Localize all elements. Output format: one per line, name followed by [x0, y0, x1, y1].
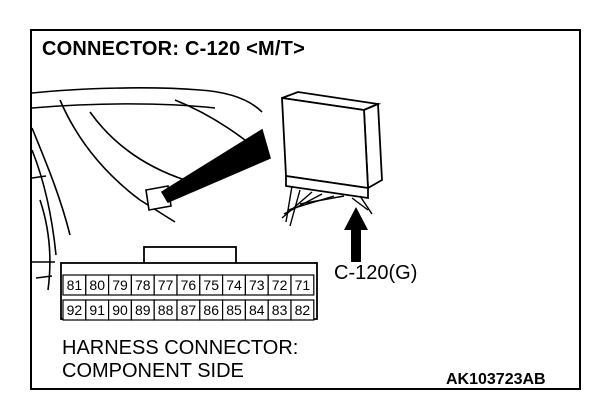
connector-pin-number: 78	[135, 277, 151, 293]
harness-caption: HARNESS CONNECTOR: COMPONENT SIDE	[62, 337, 298, 383]
connector-callout-label: C-120(G)	[334, 262, 418, 284]
connector-pin-number: 80	[89, 277, 105, 293]
connector-pin-cell	[290, 274, 315, 296]
connector-pin-number: 86	[203, 302, 219, 318]
dashboard-illustration	[31, 87, 263, 291]
connector-pin-number: 76	[181, 277, 197, 293]
caption-line-2: COMPONENT SIDE	[62, 360, 244, 382]
module-location-marker	[145, 128, 271, 211]
connector-pin-number: 74	[226, 277, 242, 293]
connector-pin-number: 88	[158, 302, 174, 318]
connector-pin-number: 82	[295, 302, 311, 318]
connector-pin-number: 73	[249, 277, 265, 293]
connector-pin-number: 81	[67, 277, 83, 293]
connector-pin-number: 84	[249, 302, 265, 318]
connector-pin-number: 83	[272, 302, 288, 318]
connector-pin-number: 79	[112, 277, 128, 293]
diagram-title: CONNECTOR: C-120 <M/T>	[42, 38, 305, 60]
caption-line-1: HARNESS CONNECTOR:	[62, 337, 299, 359]
diagram-frame	[30, 29, 581, 390]
connector-pin-number: 92	[67, 302, 83, 318]
connector-pin-number: 77	[158, 277, 174, 293]
connector-pin-number: 91	[89, 302, 105, 318]
connector-pin-number: 72	[272, 277, 288, 293]
harness-wires	[281, 185, 373, 227]
connector-pin-number: 90	[112, 302, 128, 318]
figure-code: AK103723AB	[446, 371, 546, 388]
connector-pin-number: 87	[181, 302, 197, 318]
connector-pin-grid: 81 80 79 78 77 76 75 74 73 72 71 92 91 90 89 88 87 86 85 84…	[62, 274, 315, 321]
ecu-unit	[281, 91, 383, 200]
connector-pin-number: 75	[203, 277, 219, 293]
connector-pin-number: 89	[135, 302, 151, 318]
connector-pin-number: 85	[226, 302, 242, 318]
up-arrow-icon	[344, 207, 368, 262]
connector-pin-number: 71	[295, 277, 311, 293]
connector-pin-cell	[290, 299, 315, 321]
